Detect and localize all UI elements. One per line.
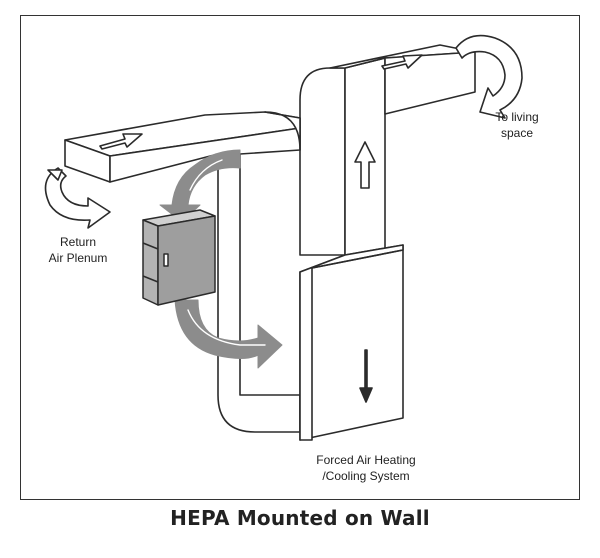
furnace-top-edge <box>311 249 404 269</box>
return-intake-arrow <box>44 167 111 229</box>
plenum-label-line2: Air Plenum <box>49 251 108 265</box>
supply-arrow-up <box>354 141 376 189</box>
figure-caption: HEPA Mounted on Wall <box>170 506 430 530</box>
return-arrow-top <box>99 133 143 150</box>
living-space-label-line2: space <box>501 126 533 140</box>
hepa-unit-side <box>157 215 216 306</box>
furnace-label-line2: /Cooling System <box>322 469 409 483</box>
flow-out-highlight <box>187 309 266 346</box>
hepa-latch <box>163 253 169 267</box>
supply-arrow-right <box>381 54 423 70</box>
furnace-inlet-arrow <box>359 349 373 403</box>
furnace-label-line1: Forced Air Heating <box>316 453 415 467</box>
hepa-hinge-top <box>142 242 159 250</box>
return-duct-elbow <box>264 111 301 151</box>
furnace-front <box>299 244 404 441</box>
flow-into-hepa-highlight <box>189 159 223 191</box>
hepa-hinge-bottom <box>142 275 159 283</box>
supply-duct-outlet <box>384 51 476 115</box>
return-riser-duct <box>217 153 301 433</box>
flow-out-of-hepa <box>174 299 283 369</box>
living-space-label-line1: To living <box>495 110 538 124</box>
diagram-frame <box>20 15 580 500</box>
hepa-unit-front <box>142 219 159 306</box>
living-space-arrow <box>455 34 523 119</box>
supply-duct-vertical <box>299 67 346 256</box>
return-intake-arrow-tail <box>47 169 63 181</box>
plenum-label-line1: Return <box>60 235 96 249</box>
